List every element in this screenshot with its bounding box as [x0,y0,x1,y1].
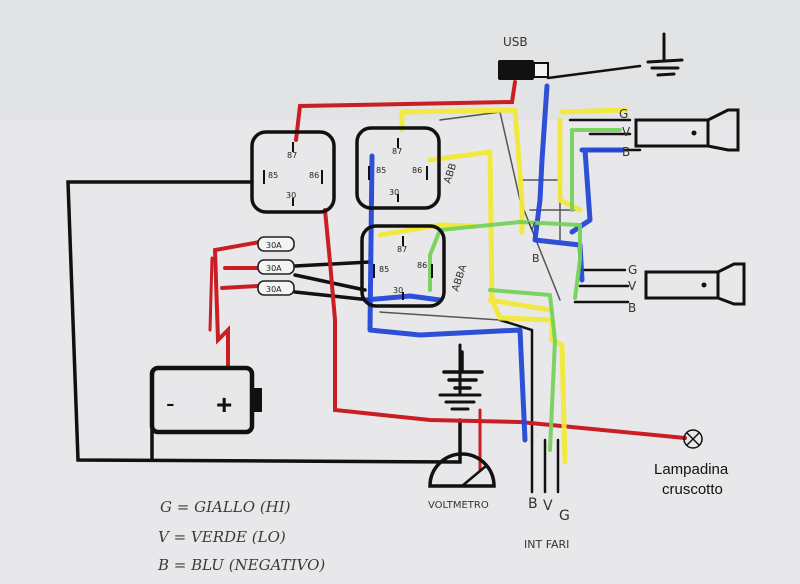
relay-2: 87 85 86 30 ABB [355,126,459,210]
relay-1-pin-30: 30 [286,191,296,200]
ground-symbol-bottom [442,350,484,390]
fuse-1-label: 30A [266,241,282,250]
light-bottom-v: V [628,279,637,293]
light-top-v: V [622,125,631,139]
relay-1-pin-85: 85 [268,171,278,180]
lamp-label-line2: cruscotto [662,481,723,498]
bottom-label-b: B [528,496,538,512]
relay-3-pin-85: 85 [379,265,389,274]
legend-item-b: B = BLU (NEGATIVO) [157,556,325,574]
voltmeter-label: VOLTMETRO [428,500,489,511]
mid-label-b: B [532,252,540,265]
voltmeter: VOLTMETRO [428,452,496,511]
mid-label-v: V [528,220,536,233]
battery-minus: - [166,388,175,418]
light-top-g: G [619,107,628,121]
headlight-bottom: G V B [628,262,746,315]
fuse-3-label: 30A [266,285,282,294]
dashboard-lamp: Lampadina cruscotto [654,429,729,498]
relay-3-pin-86: 86 [417,261,427,270]
relay-2-pin-85: 85 [376,166,386,175]
relay-3-pin-87: 87 [397,245,407,254]
relay-1-pin-87: 87 [287,151,297,160]
legend: G = GIALLO (HI) V = VERDE (LO) B = BLU (… [157,498,325,574]
relay-2-pin-87: 87 [392,147,402,156]
usb-connector: USB [498,35,549,80]
green-wires [428,128,622,452]
fuse-2: 30A [257,259,295,275]
bottom-label-g: G [559,508,570,524]
bottom-label-v: V [543,498,553,514]
usb-label: USB [503,35,528,49]
relay-2-pin-30: 30 [389,188,399,197]
relay-1: 87 85 86 30 [250,130,336,214]
lamp-label-line1: Lampadina [654,461,729,478]
fuse-1: 30A [257,236,295,252]
light-top-b: B [622,145,630,159]
black-wires [66,64,642,494]
fuse-3: 30A [257,280,295,296]
legend-item-v: V = VERDE (LO) [158,528,286,546]
red-wires [208,80,687,472]
inf-fari-label: INT FARI [524,538,569,551]
battery: - + [149,365,262,435]
legend-item-g: G = GIALLO (HI) [160,498,291,516]
relay-3-pin-30: 30 [393,286,403,295]
light-bottom-g: G [628,263,637,277]
headlight-top: G V B [619,107,740,159]
fuse-block: 30A 30A 30A [257,236,295,296]
light-bottom-b: B [628,301,636,315]
battery-plus: + [216,389,232,420]
fuse-2-label: 30A [266,264,282,273]
relay-2-pin-86: 86 [412,166,422,175]
relay-1-pin-86: 86 [309,171,319,180]
ground-symbol-top [646,32,684,77]
